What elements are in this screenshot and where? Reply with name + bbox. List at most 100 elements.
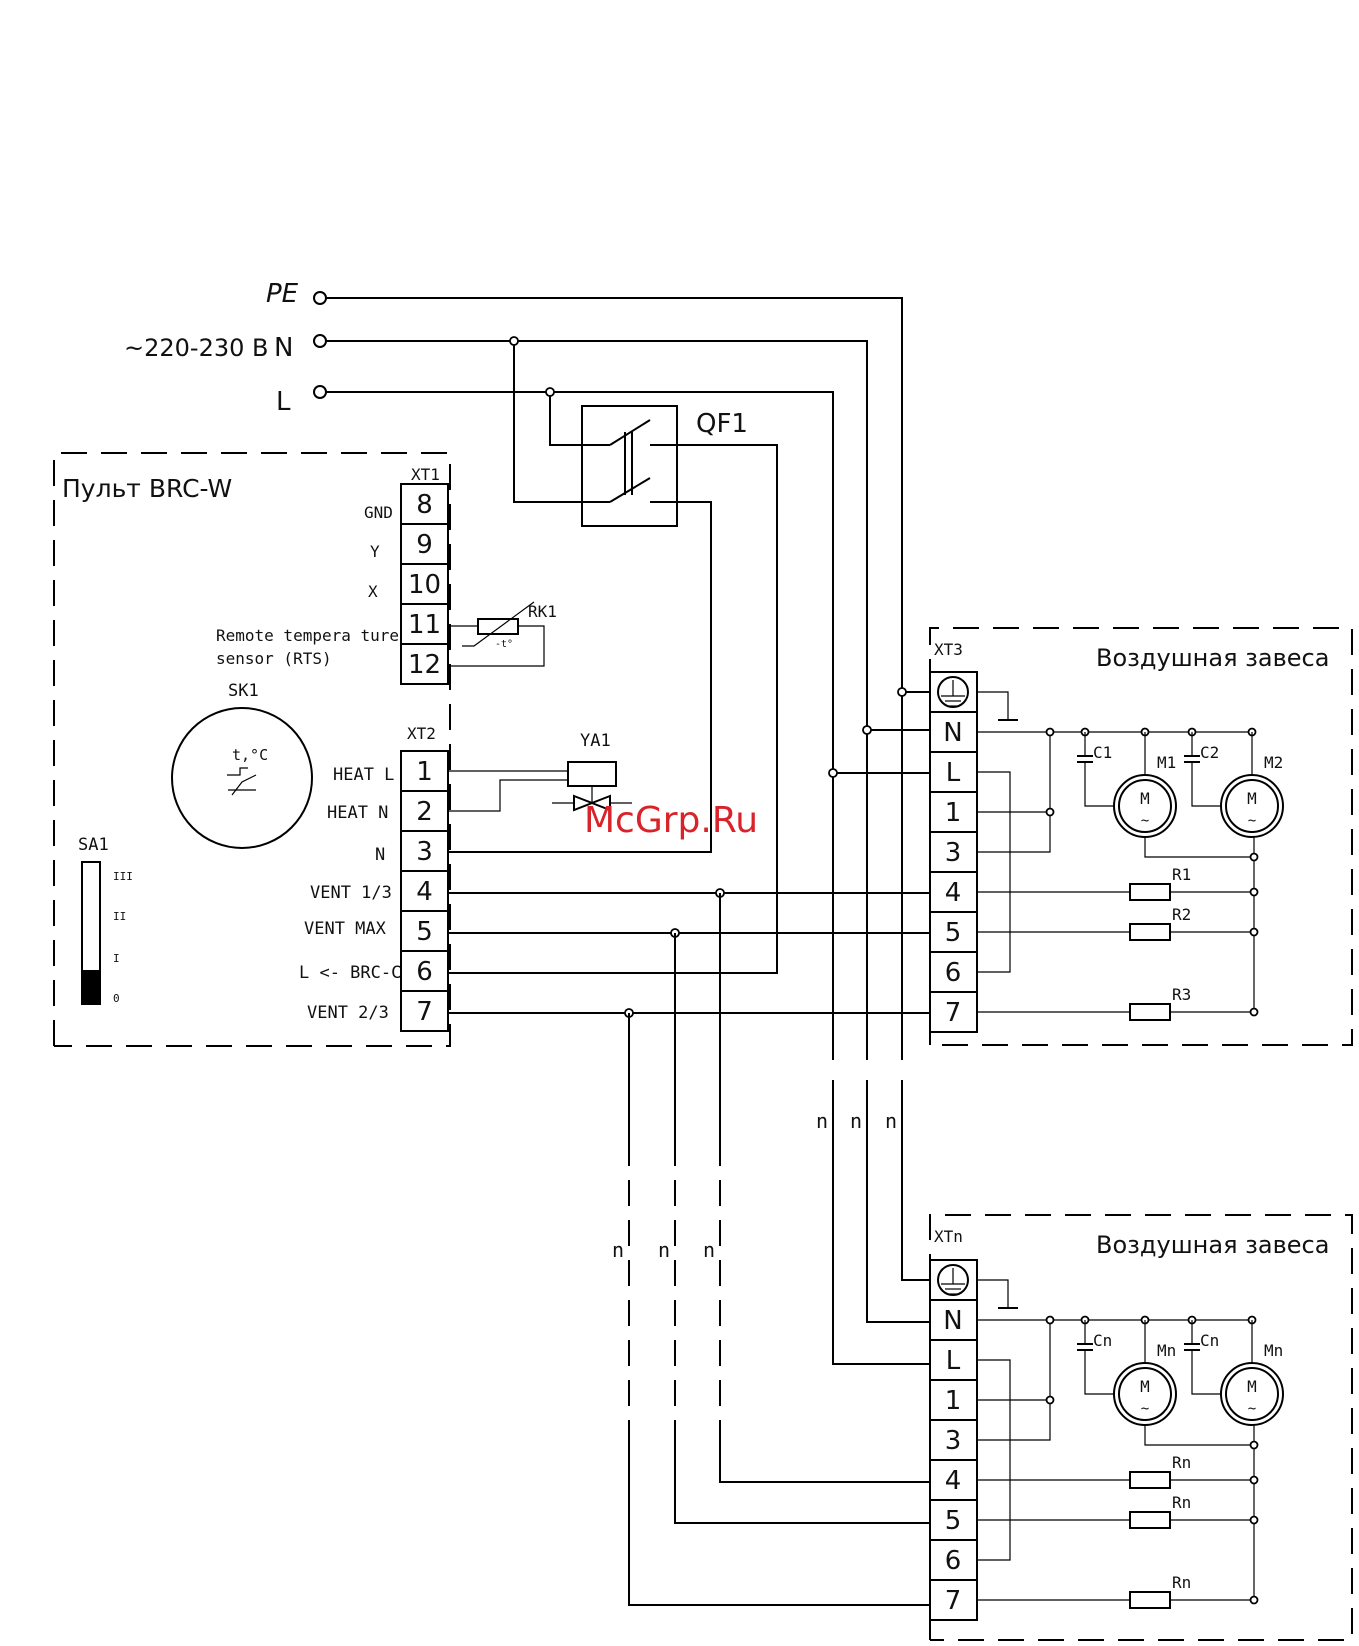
terminal-number: 4: [945, 1466, 962, 1496]
terminal-number: 1: [945, 798, 962, 828]
capacitor-label: C1: [1093, 743, 1112, 762]
xt2-cell: [400, 990, 449, 1032]
rts-label: Remote tempera ture: [216, 626, 399, 645]
motor-return: [1144, 1425, 1254, 1446]
supply-pe-label: PE: [266, 279, 299, 309]
xt2-signal: N: [375, 845, 385, 865]
xt2-number: 2: [416, 797, 433, 827]
selector-sa1: SA1 III II I 0: [78, 835, 133, 1005]
watermark: McGrp.Ru: [584, 800, 758, 841]
junction: [545, 387, 555, 397]
panel-title: Пульт BRC-W: [62, 474, 232, 503]
resistor-body: [1129, 923, 1171, 941]
chassis-wire: [977, 1279, 1009, 1308]
terminal-number: 7: [945, 998, 962, 1028]
sa1-position: I: [113, 952, 120, 965]
breaker-label: QF1: [696, 409, 748, 439]
junction: [509, 336, 519, 346]
xt2-signal: L <- BRC-C: [299, 963, 401, 983]
room-sensor-sk1: SK1 t,°C: [171, 681, 313, 849]
motor-symbol: M: [1140, 789, 1150, 808]
junction: [1249, 1515, 1259, 1525]
supply-l-terminal: [313, 385, 327, 399]
break-mark: n: [850, 1109, 862, 1133]
xt2-number: 7: [416, 997, 433, 1027]
terminal-cell: [929, 1459, 978, 1501]
xt2-cell: [400, 750, 449, 792]
terminal-cell: [929, 1299, 978, 1341]
motor-tilde: ~: [1248, 813, 1256, 829]
terminal-number: 6: [945, 958, 962, 988]
curtainn-frame: [929, 1214, 1353, 1641]
motor-tilde: ~: [1141, 1401, 1149, 1417]
junction: [897, 687, 907, 697]
xt2-number: 1: [416, 757, 433, 787]
rk1-wire: [448, 625, 545, 667]
terminal-cell: [929, 1419, 978, 1461]
capacitor-lead: [1191, 762, 1222, 807]
supply-terminals: PE ~220-230 В N L: [124, 279, 327, 417]
motor-icon-inner: [1225, 779, 1279, 833]
xt2-cell: [400, 870, 449, 912]
motor-tilde: ~: [1248, 1401, 1256, 1417]
sk1-body: [171, 707, 313, 849]
sk1-sub: t,°C: [232, 746, 268, 764]
junction: [1249, 1595, 1259, 1605]
xt1-label: XT1: [411, 465, 440, 484]
motor-tilde: ~: [1141, 813, 1149, 829]
terminal-cell: [929, 911, 978, 953]
curtainn-title: Воздушная завеса: [1096, 1231, 1329, 1259]
resistor-body: [1129, 883, 1171, 901]
motor-symbol: M: [1247, 789, 1257, 808]
xt1-cell: [400, 643, 449, 685]
motor-label: M2: [1264, 753, 1283, 772]
junction: [1249, 1475, 1259, 1485]
vent23-branch: [628, 1420, 930, 1606]
xt2-cell: [400, 790, 449, 832]
breaker-contact: [609, 477, 651, 503]
vent13-branch: [719, 1420, 930, 1483]
l-bus: [326, 391, 930, 1365]
ya1-coil: [567, 761, 617, 787]
junction: [1045, 727, 1055, 737]
junction: [828, 768, 838, 778]
junction: [1045, 1315, 1055, 1325]
resistor-label: R2: [1172, 905, 1191, 924]
breaker-qf1: QF1: [581, 405, 748, 527]
xt1-signal: GND: [364, 503, 393, 522]
xt2-signal: HEAT N: [327, 803, 388, 823]
supply-voltage-label: ~220-230 В: [124, 334, 268, 362]
terminal-number: 3: [945, 1426, 962, 1456]
terminal-number: 7: [945, 1586, 962, 1616]
xt2-cell: [400, 830, 449, 872]
curtain1-block-label: XT3: [934, 640, 963, 659]
capacitor-label: Cn: [1093, 1331, 1112, 1350]
breaker-contact: [609, 419, 651, 446]
control-panel-brc-w: Пульт BRC-W: [53, 452, 451, 1047]
break-marks: n n n n n n: [612, 1060, 910, 1262]
junction: [1045, 1395, 1055, 1405]
terminal-number: 6: [945, 1546, 962, 1576]
link-wire: [977, 1320, 1051, 1441]
sa1-position: III: [113, 870, 133, 883]
terminal-number: 3: [945, 838, 962, 868]
capacitor-label: Cn: [1200, 1331, 1219, 1350]
xt1-cell: [400, 483, 449, 525]
terminal-number: L: [946, 758, 961, 788]
junction: [1045, 807, 1055, 817]
capacitor-lead: [1084, 1350, 1115, 1395]
link-wire: [977, 732, 1051, 853]
breaker-n-out: [448, 501, 712, 853]
resistor-body: [1129, 1591, 1171, 1609]
xt2-signal: HEAT L: [333, 765, 394, 785]
xt1-number: 10: [408, 570, 441, 600]
resistor-body: [1129, 1471, 1171, 1489]
motor-symbol: M: [1247, 1377, 1257, 1396]
